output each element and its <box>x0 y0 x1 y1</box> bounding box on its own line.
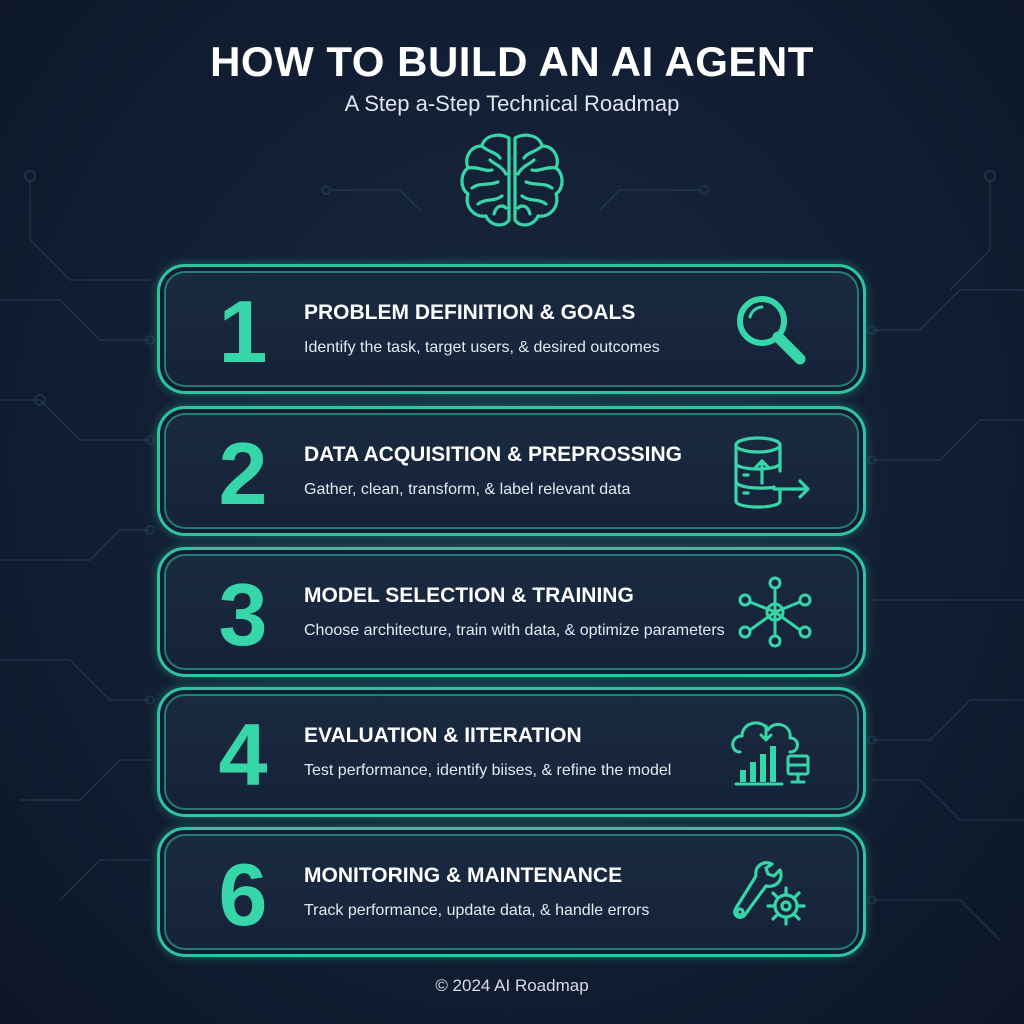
step-number: 1 <box>218 282 268 381</box>
step-description: Choose architecture, train with data, & … <box>304 622 725 639</box>
step-description: Gather, clean, transform, & label releva… <box>304 481 631 498</box>
step-number: 2 <box>218 424 268 523</box>
step-number: 4 <box>218 705 268 804</box>
step-description: Track performance, update data, & handle… <box>304 902 650 919</box>
step-description: Test performance, identify biises, & ref… <box>304 762 672 779</box>
magnifier-icon <box>737 296 806 365</box>
step-title: DATA ACQUISITION & PREPROSSING <box>304 443 683 466</box>
step-description: Identify the task, target users, & desir… <box>304 339 660 356</box>
step-card-2: 2 DATA ACQUISITION & PREPROSSING Gather,… <box>157 406 866 536</box>
step-title: MODEL SELECTION & TRAINING <box>304 584 634 607</box>
wrench-gear-icon <box>733 861 806 926</box>
network-icon <box>738 576 812 648</box>
step-title: EVALUATION & IITERATION <box>304 724 582 747</box>
step-card-6: 6 MONITORING & MAINTENANCE Track perform… <box>157 827 866 957</box>
footer-copyright: © 2024 AI Roadmap <box>435 976 589 995</box>
step-number: 6 <box>218 845 268 944</box>
step-title: PROBLEM DEFINITION & GOALS <box>304 301 636 324</box>
step-card-4: 4 EVALUATION & IITERATION Test performan… <box>157 687 866 817</box>
page-subtitle: A Step a-Step Technical Roadmap <box>344 91 680 116</box>
brain-icon <box>460 133 564 227</box>
page-title: HOW TO BUILD AN AI AGENT <box>210 38 814 85</box>
step-title: MONITORING & MAINTENANCE <box>304 864 623 887</box>
cloud-chart-icon <box>731 721 810 786</box>
step-number: 3 <box>218 565 268 664</box>
step-card-1: 1 PROBLEM DEFINITION & GOALS Identify th… <box>157 264 866 394</box>
database-icon <box>734 436 810 509</box>
step-card-3: 3 MODEL SELECTION & TRAINING Choose arch… <box>157 547 866 677</box>
